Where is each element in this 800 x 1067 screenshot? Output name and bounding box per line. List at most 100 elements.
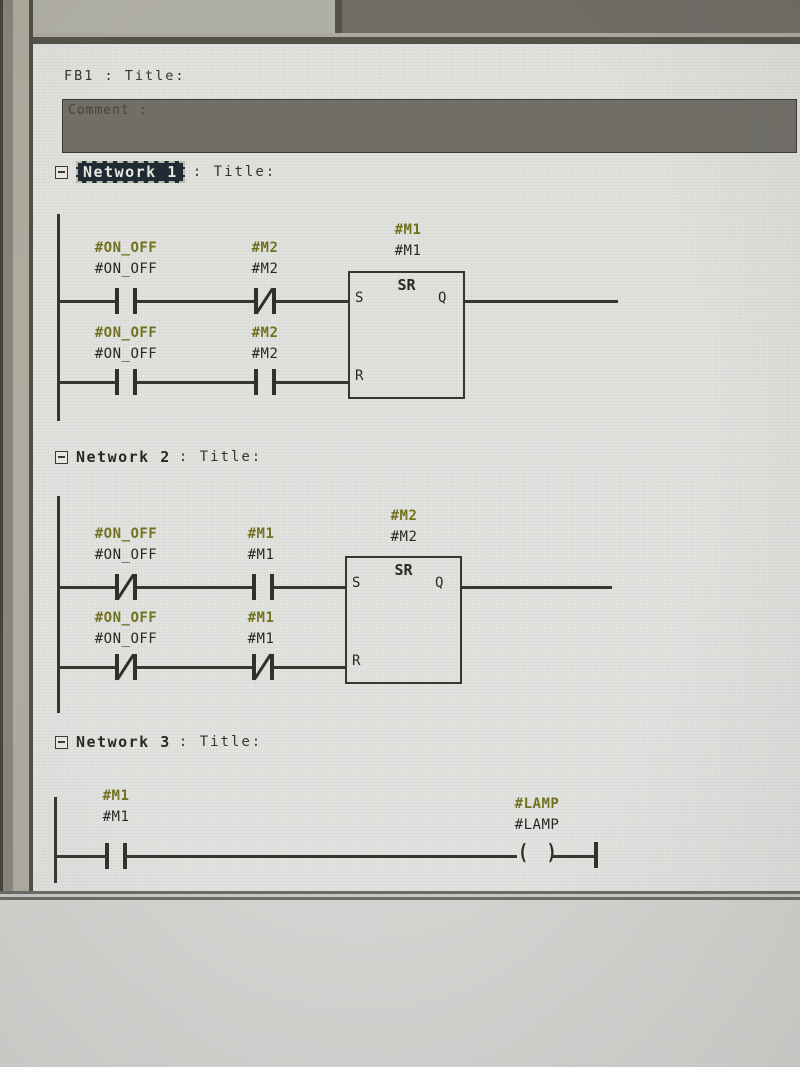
n2-r2c2-symbol: #M1 <box>247 610 275 626</box>
n2-r1-contact-no-m1[interactable] <box>252 574 274 600</box>
contact-bar <box>105 843 109 869</box>
network-1-header[interactable]: Network 1 : Title: <box>55 161 276 183</box>
n2-r2c1-symbol: #ON_OFF <box>94 610 158 626</box>
n3-wire-a <box>56 855 106 858</box>
contact-bar <box>254 288 258 314</box>
declaration-panel-right <box>342 0 800 33</box>
contact-bar <box>115 574 119 600</box>
contact-bar <box>252 574 256 600</box>
n2-pin-r: R <box>352 653 361 669</box>
n2-r2-wire-c <box>274 666 345 669</box>
pane-border <box>29 0 33 894</box>
n2-r1-wire-a <box>59 586 116 589</box>
contact-bar <box>133 574 137 600</box>
bottom-divider-line <box>0 897 800 900</box>
minus-glyph <box>58 741 65 743</box>
n1-power-rail <box>57 214 60 421</box>
panel-bevel <box>33 33 800 37</box>
n3-rail-terminator <box>594 842 598 868</box>
n1-pin-q: Q <box>438 290 447 306</box>
n3-contact-no-m1[interactable] <box>105 843 127 869</box>
contact-bar <box>252 654 256 680</box>
n2-r1-contact-nc-on_off[interactable] <box>115 573 137 601</box>
n1-r2-contact-no-on_off[interactable] <box>115 369 137 395</box>
contact-bar <box>270 574 274 600</box>
block-title[interactable]: FB1 : Title: <box>64 68 186 84</box>
n3-power-rail <box>54 797 57 883</box>
bottom-divider-line <box>0 891 800 894</box>
declaration-panel-divider <box>335 0 342 33</box>
n1-r1-wire-a <box>59 300 116 303</box>
window-frame-outer <box>3 0 13 894</box>
contact-bar <box>133 288 137 314</box>
n2-box-operand: #M2 <box>390 529 418 545</box>
n1-r2-wire-b <box>137 381 254 384</box>
n2-r2-wire-a <box>59 666 116 669</box>
collapse-icon[interactable] <box>55 165 68 179</box>
n3-output-coil[interactable]: ( ) <box>518 840 561 866</box>
network-2-header[interactable]: Network 2 : Title: <box>55 446 262 468</box>
comment-box[interactable]: Comment : <box>62 99 797 153</box>
n2-r1c1-symbol: #ON_OFF <box>94 526 158 542</box>
minus-glyph <box>58 171 65 173</box>
n1-r1-contact-nc-m2[interactable] <box>254 287 276 315</box>
n1-r1c1-operand: #ON_OFF <box>94 261 158 277</box>
lower-panel <box>0 900 800 1067</box>
contact-bar <box>115 369 119 395</box>
screen-edge <box>0 0 3 894</box>
n1-output-wire <box>465 300 618 303</box>
n2-power-rail <box>57 496 60 713</box>
comment-label: Comment : <box>68 103 148 118</box>
collapse-icon[interactable] <box>55 450 68 464</box>
network-3-header[interactable]: Network 3 : Title: <box>55 731 262 753</box>
n1-pin-r: R <box>355 368 364 384</box>
contact-bar <box>115 288 119 314</box>
n2-r2-contact-nc-on_off[interactable] <box>115 653 137 681</box>
n2-pin-q: Q <box>435 575 444 591</box>
contact-bar <box>133 654 137 680</box>
network-3-title[interactable]: : Title: <box>178 734 263 750</box>
network-1-label[interactable]: Network 1 <box>76 161 185 183</box>
n1-r1c2-symbol: #M2 <box>251 240 279 256</box>
contact-bar <box>254 369 258 395</box>
minus-glyph <box>58 456 65 458</box>
n1-r1c1-symbol: #ON_OFF <box>94 240 158 256</box>
n2-r1c2-symbol: #M1 <box>247 526 275 542</box>
n2-r1c2-operand: #M1 <box>247 547 275 563</box>
n1-r2-wire-a <box>59 381 116 384</box>
n1-sr-label: SR <box>397 276 416 294</box>
network-2-title[interactable]: : Title: <box>178 449 263 465</box>
n2-r2-wire-b <box>137 666 252 669</box>
n2-pin-s: S <box>352 575 361 591</box>
n1-r2-contact-no-m2[interactable] <box>254 369 276 395</box>
n2-r2-contact-nc-m1[interactable] <box>252 653 274 681</box>
network-1-title[interactable]: : Title: <box>192 164 277 180</box>
n2-box-symbol: #M2 <box>390 508 418 524</box>
network-3-label[interactable]: Network 3 <box>76 733 171 751</box>
contact-bar <box>123 843 127 869</box>
n3-c1-operand: #M1 <box>102 809 130 825</box>
n1-r1-contact-no-on_off[interactable] <box>115 288 137 314</box>
n1-box-symbol: #M1 <box>394 222 422 238</box>
pane-splitter[interactable] <box>33 37 800 44</box>
n3-wire-b <box>127 855 517 858</box>
n2-sr-label: SR <box>394 561 413 579</box>
contact-bar <box>115 654 119 680</box>
n3-coil-symbol: #LAMP <box>514 796 560 812</box>
n1-sr-flipflop[interactable] <box>348 271 465 399</box>
n1-r2c2-operand: #M2 <box>251 346 279 362</box>
n2-sr-flipflop[interactable] <box>345 556 462 684</box>
n2-r2c2-operand: #M1 <box>247 631 275 647</box>
contact-bar <box>272 369 276 395</box>
n2-output-wire <box>462 586 612 589</box>
collapse-icon[interactable] <box>55 735 68 749</box>
n1-pin-s: S <box>355 290 364 306</box>
n2-r2c1-operand: #ON_OFF <box>94 631 158 647</box>
n1-r2c1-operand: #ON_OFF <box>94 346 158 362</box>
n2-r1-wire-b <box>137 586 252 589</box>
n1-r1-wire-c <box>276 300 348 303</box>
bottom-divider-gap <box>0 894 800 897</box>
network-2-label[interactable]: Network 2 <box>76 448 171 466</box>
n1-r1-wire-b <box>137 300 254 303</box>
n2-r1-wire-c <box>274 586 345 589</box>
